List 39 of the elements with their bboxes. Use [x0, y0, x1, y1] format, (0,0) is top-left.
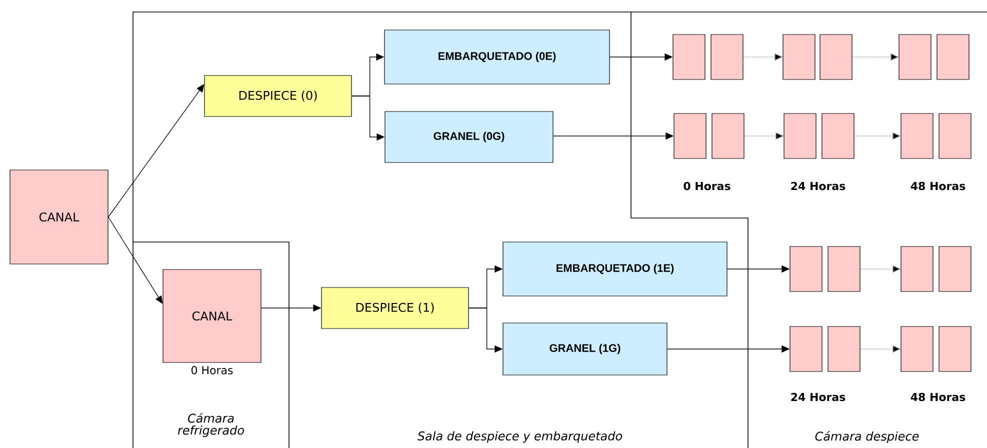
carcass-box: [828, 326, 860, 372]
arrow: [108, 216, 163, 304]
arrow: [108, 84, 204, 218]
carcass-box: [822, 113, 854, 159]
carcass-box: [938, 113, 972, 159]
carcass-box: [936, 34, 970, 80]
process-box: CANAL: [10, 170, 108, 264]
carcass-box: [790, 326, 822, 372]
carcass-box: [820, 34, 852, 80]
carcass-box: [710, 34, 744, 80]
carcass-box: [938, 246, 972, 292]
carcass-box: [782, 34, 816, 80]
time-label: 48 Horas: [910, 182, 966, 190]
carcass-box: [672, 34, 706, 80]
process-box: DESPIECE (1): [321, 287, 469, 329]
time-label: 24 Horas: [791, 182, 846, 190]
carcass-box: [900, 326, 934, 372]
process-box: DESPIECE (0): [204, 75, 352, 117]
process-box: GRANEL (0G): [384, 111, 554, 163]
carcass-box: [828, 246, 860, 292]
carcass-box: [900, 246, 934, 292]
process-box: GRANEL (1G): [502, 322, 668, 376]
time-label: 0 Horas: [684, 182, 730, 190]
time-label: 48 Horas: [910, 392, 966, 402]
zone-label: Cámara despiece: [815, 430, 919, 444]
carcass-box: [790, 246, 822, 292]
zone-label: Cámara refrigerado: [178, 412, 244, 438]
carcass-box: [674, 113, 706, 159]
time-label: 24 Horas: [791, 392, 846, 402]
process-box: EMBARQUETADO (1E): [502, 242, 728, 296]
carcass-box: [938, 326, 972, 372]
carcass-box: [900, 113, 934, 159]
carcass-box: [898, 34, 932, 80]
carcass-box: [784, 113, 816, 159]
process-box: CANAL: [162, 269, 262, 363]
time-label: 0 Horas: [191, 366, 233, 374]
process-box: EMBARQUETADO (0E): [384, 30, 610, 84]
carcass-box: [712, 113, 744, 159]
zone-label: Sala de despiece y embarquetado: [417, 431, 622, 443]
